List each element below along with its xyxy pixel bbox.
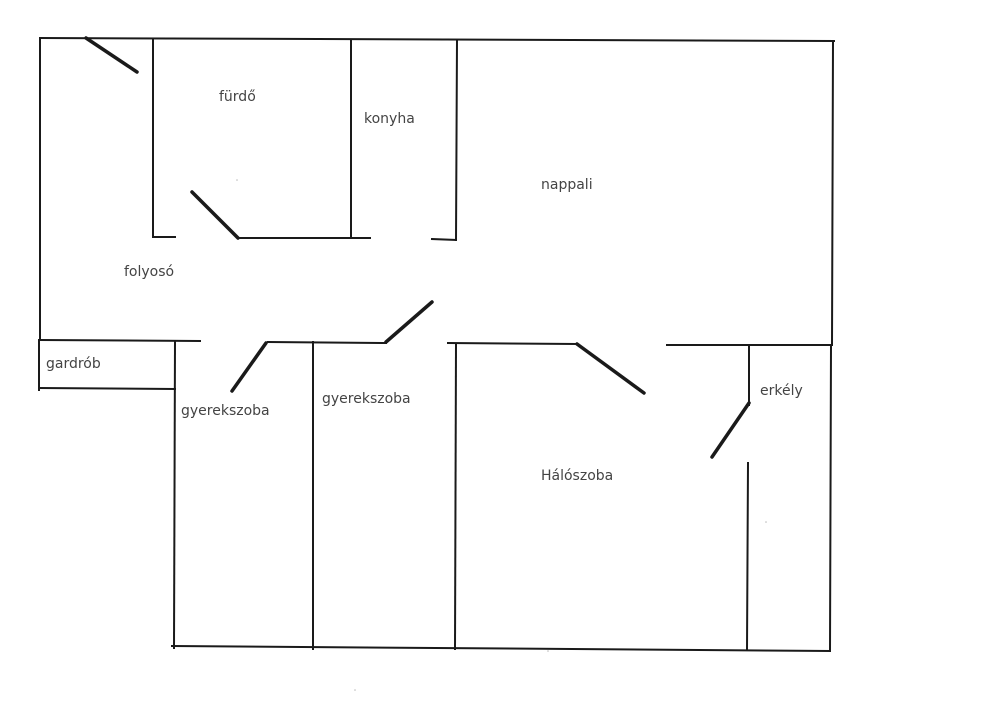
wall-balcony-lower [745, 461, 750, 652]
room-label-corridor: folyosó [124, 264, 174, 280]
outer-walls [38, 36, 836, 653]
wall-bedroom-top [446, 341, 579, 346]
room-label-bathroom: fürdő [219, 89, 256, 105]
speck [765, 521, 767, 523]
wall-kids1-left [172, 339, 177, 650]
balcony-door [710, 401, 751, 459]
wall-kids1-top [266, 340, 388, 345]
speck [547, 650, 549, 652]
wall-right-lower [828, 343, 833, 653]
wall-kitchen-living [454, 38, 459, 242]
wall-kitchen-bottom-stub [430, 237, 458, 242]
room-label-wardrobe: gardrób [46, 356, 101, 372]
wall-bottom [170, 644, 832, 653]
kids-room-1-door [230, 341, 268, 393]
wall-wardrobe-bottom [37, 386, 177, 391]
interior-walls [37, 38, 832, 652]
wall-kids-bedroom [453, 342, 458, 651]
doors [84, 36, 751, 459]
room-label-kitchen: konyha [364, 111, 415, 127]
room-label-living-room: nappali [541, 177, 593, 193]
speck [236, 179, 238, 181]
wall-right-upper [830, 39, 835, 347]
room-label-kids-room-2: gyerekszoba [322, 391, 411, 407]
room-label-bedroom: Hálószoba [541, 468, 613, 484]
room-label-balcony: erkély [760, 383, 803, 399]
bathroom-door [190, 190, 240, 240]
kids-room-2-door [384, 300, 434, 344]
bedroom-door [575, 342, 646, 395]
wall-corridor-left-bottom [38, 338, 202, 343]
room-label-kids-room-1: gyerekszoba [181, 403, 270, 419]
wall-top [38, 36, 836, 43]
room-labels: fürdő konyha nappali folyosó gardrób gye… [46, 89, 803, 484]
entrance-door [84, 36, 139, 74]
scan-specks [236, 179, 767, 691]
speck [354, 689, 356, 691]
